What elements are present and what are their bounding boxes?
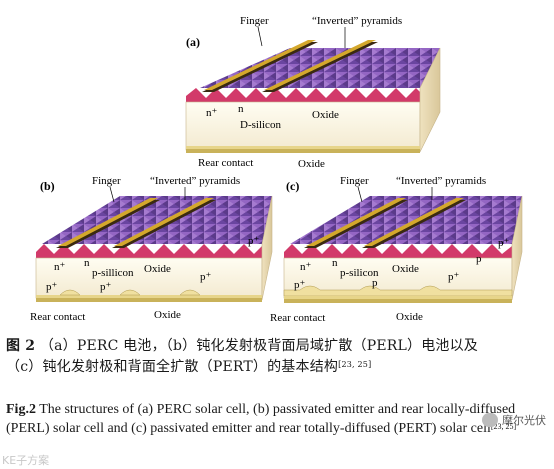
panel-c-pplus-2: p⁺ [448,271,460,283]
panel-a-oxide-outer-label: Oxide [298,158,325,170]
panel-a-finger-label: Finger [240,15,269,27]
panel-a-emitter [186,88,420,102]
panel-b-side [261,195,273,301]
panel-c-pplus-1: p⁺ [294,279,306,291]
panel-b-oxide-inner-label: Oxide [144,263,171,275]
panel-b-local-pplus-2 [119,289,141,296]
panel-a-letter: (a) [186,35,200,49]
panel-c: (c) Finger “Inverted” pyramids n⁺ n p-si… [270,175,523,324]
wechat-icon [482,413,498,427]
panel-c-rear-metal [284,299,512,303]
panel-c-oxide-outer-label: Oxide [396,311,423,323]
watermark-right: 摩尔光伏 [482,412,546,428]
panel-a-rear-contact-label: Rear contact [198,157,253,169]
panel-c-rear-diffusion [283,285,513,297]
panel-b-local-pplus-1 [59,289,81,296]
panel-c-p-1: p [476,253,482,265]
panel-c-pyramids-label: “Inverted” pyramids [396,175,486,187]
panel-c-p-2: p [372,277,378,289]
panel-a: (a) Finger “Inverted” pyramids n⁺ n D-si… [185,15,441,170]
panel-c-oxide-layer [284,296,512,299]
panel-c-rear-contact-label: Rear contact [270,312,325,324]
caption-cn-label: 图 2 [6,338,36,354]
panel-b-pplus-2: p⁺ [100,281,112,293]
caption-cn-line1: （a）PERC 电池，（b）钝化发射极背面局域扩散（PERL）电池以及 [39,338,479,354]
caption-cn-second: （c）钝化发射极和背面全扩散（PERT）的基本结构[23, 25] [6,357,371,377]
panel-b-emitter [36,244,262,258]
panel-a-nplus-label: n⁺ [206,107,218,119]
panel-c-n-label: n [332,257,338,269]
panel-b-finger-label: Finger [92,175,121,187]
panel-a-oxide-layer [186,146,420,149]
panel-c-nplus-label: n⁺ [300,261,312,273]
panel-b-rear-contact-label: Rear contact [30,311,85,323]
panel-b-local-pplus-3 [179,289,201,296]
panel-b: (b) Finger “Inverted” pyramids n⁺ n p-si… [30,175,273,323]
panel-b-n-label: n [84,257,90,269]
panel-b-pplus-3: p⁺ [200,271,212,283]
panel-c-pyramid-surface [290,196,522,244]
panel-b-pyramid-surface [42,196,272,244]
caption-cn: 图 2 （a）PERC 电池，（b）钝化发射极背面局域扩散（PERL）电池以及 [6,336,478,356]
panel-b-letter: (b) [40,179,55,193]
panel-c-pplus-3: p⁺ [498,237,510,249]
panel-b-rear-metal [36,298,262,302]
caption-en-ref: [23, 25] [490,422,517,431]
panel-c-oxide-inner-label: Oxide [392,263,419,275]
panel-a-silicon [185,101,421,151]
panel-b-oxide-outer-label: Oxide [154,309,181,321]
panel-a-n-label: n [238,103,244,115]
panel-b-pplus-4: p⁺ [248,235,260,247]
watermark-right-text: 摩尔光伏 [502,414,546,427]
panel-c-letter: (c) [286,179,299,193]
panel-b-oxide-layer [36,295,262,298]
panel-c-emitter [284,244,512,258]
panel-b-silicon-label: p-sillicon [92,267,134,279]
caption-en-text: The structures of (a) PERC solar cell, (… [6,402,516,436]
caption-cn-ref: [23, 25] [338,360,372,369]
panel-a-oxide-inner-label: Oxide [312,109,339,121]
caption-en: Fig.2 The structures of (a) PERC solar c… [6,400,546,438]
panel-b-nplus-label: n⁺ [54,261,66,273]
panel-b-pyramids-label: “Inverted” pyramids [150,175,240,187]
panel-a-silicon-label: D-silicon [240,119,281,131]
panel-b-pplus-1: p⁺ [46,281,58,293]
caption-cn-line2: （c）钝化发射极和背面全扩散（PERT）的基本结构 [6,359,339,375]
panel-c-silicon-label: p-silicon [340,267,379,279]
watermark-left: KE子方案 [2,454,50,467]
panel-c-side [511,195,523,301]
panel-a-rear-metal [186,149,420,153]
caption-en-label: Fig.2 [6,402,36,417]
panel-c-finger-label: Finger [340,175,369,187]
panel-a-side [419,47,441,153]
solar-cell-structures-figure: (a) Finger “Inverted” pyramids n⁺ n D-si… [30,15,523,324]
panel-a-pyramids-label: “Inverted” pyramids [312,15,402,27]
